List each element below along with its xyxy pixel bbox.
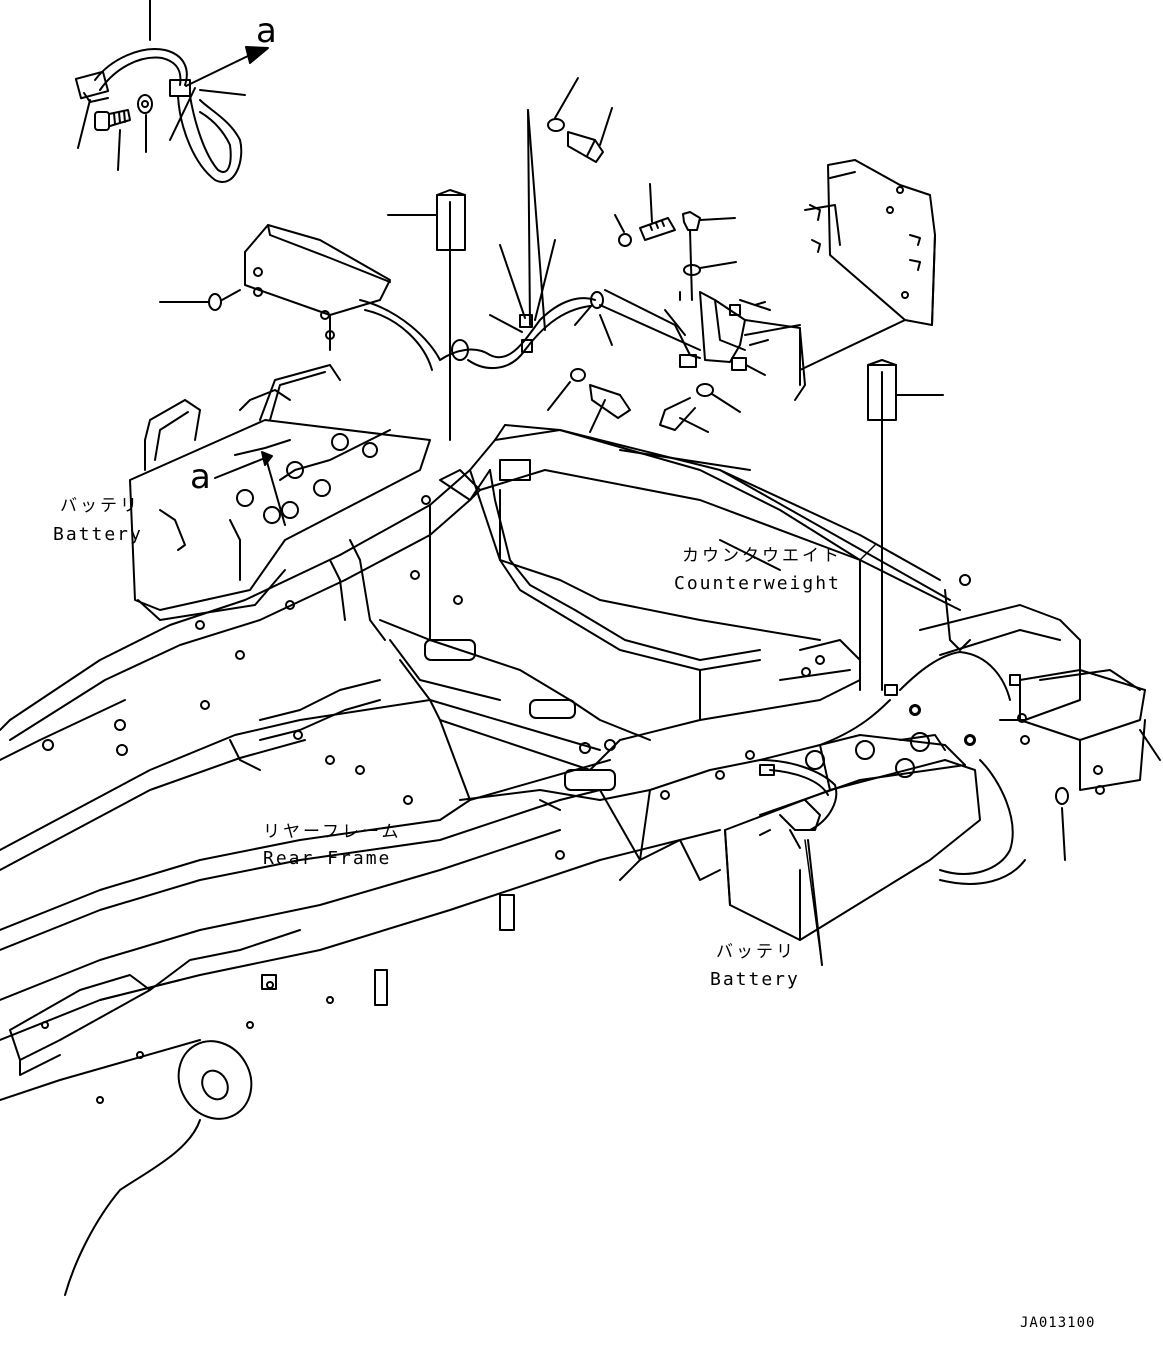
harness-detail-a bbox=[74, 0, 269, 183]
counterweight-label-jp: カウンタウエイト bbox=[682, 546, 842, 566]
counterweight-label-en: Counterweight bbox=[674, 573, 841, 594]
rear-frame-label-en: Rear Frame bbox=[263, 848, 392, 869]
view-arrow-a bbox=[214, 451, 286, 526]
battery-left-label-en: Battery bbox=[53, 524, 143, 545]
view-marker-top: a bbox=[256, 11, 277, 51]
battery-left bbox=[129, 364, 431, 621]
bracket-plate bbox=[799, 159, 936, 371]
view-marker-battery: a bbox=[190, 457, 211, 497]
fastener-group-top bbox=[387, 77, 737, 441]
battery-right bbox=[724, 732, 981, 966]
rear-frame-label-jp: リヤーフレーム bbox=[263, 822, 402, 842]
battery-right-label-jp: バッテリ bbox=[716, 942, 796, 962]
rear-frame bbox=[0, 424, 861, 1041]
battery-left-label-jp: バッテリ bbox=[60, 496, 140, 516]
counterweight bbox=[479, 429, 961, 641]
bolt-icon bbox=[94, 109, 131, 131]
cap-marker-right bbox=[867, 359, 944, 691]
upper-harness bbox=[359, 239, 806, 433]
frame-bolts bbox=[42, 495, 975, 860]
lower-tail bbox=[0, 894, 515, 1296]
drawing-code: JA013100 bbox=[1020, 1315, 1096, 1331]
battery-box-upper-left bbox=[159, 224, 391, 351]
leader-lines bbox=[804, 544, 876, 966]
battery-right-label-en: Battery bbox=[710, 969, 800, 990]
washer-icon bbox=[137, 94, 153, 114]
right-harness-box bbox=[759, 574, 1161, 885]
